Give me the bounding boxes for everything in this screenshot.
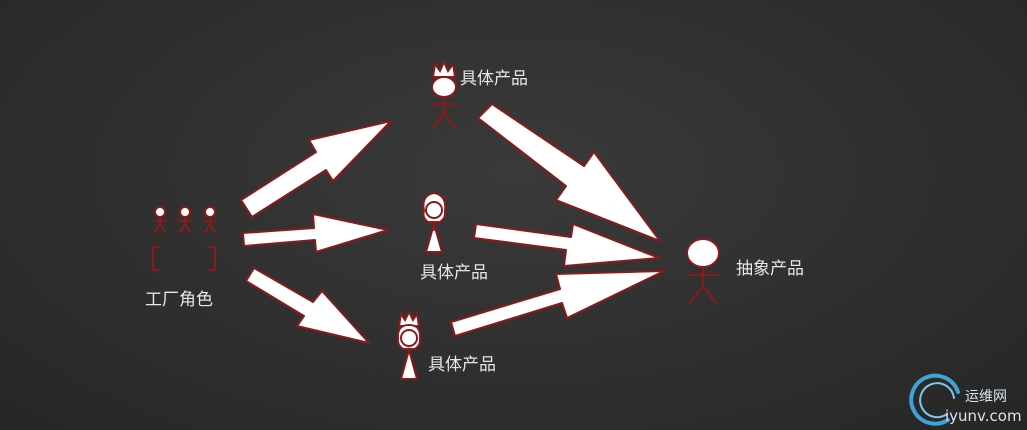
factory-bracket-right xyxy=(208,246,216,271)
arrow-top-product-to-abstract xyxy=(477,103,661,242)
factory-role-label: 工厂角色 xyxy=(145,290,213,310)
arrow-factory-to-middle-product xyxy=(242,213,389,253)
crown-icon xyxy=(431,59,457,78)
bottom-product-label: 具体产品 xyxy=(428,355,496,375)
watermark-logo-icon xyxy=(909,373,960,426)
dress-icon xyxy=(399,346,419,380)
bottom-product-figure xyxy=(396,309,422,380)
abstract-product-label: 抽象产品 xyxy=(736,259,804,279)
top-product-label: 具体产品 xyxy=(460,69,528,89)
worker-figure-3 xyxy=(203,206,217,233)
worker-figure-2 xyxy=(178,206,192,233)
arrow-bottom-product-to-abstract xyxy=(450,270,665,337)
factory-role-icon xyxy=(152,206,217,271)
middle-product-label: 具体产品 xyxy=(420,263,488,283)
middle-product-figure xyxy=(422,191,447,253)
watermark: 运维网 iyunv.com xyxy=(909,373,1022,426)
arrow-factory-to-bottom-product xyxy=(245,267,370,344)
worker-figure-1 xyxy=(153,206,167,233)
arrow-factory-to-top-product xyxy=(240,120,392,218)
watermark-brand: 运维网 xyxy=(965,389,1007,405)
factory-bracket-left xyxy=(152,246,160,271)
crown-icon xyxy=(397,309,421,327)
dress-icon xyxy=(424,220,444,253)
watermark-url: iyunv.com xyxy=(945,407,1022,425)
arrow-middle-product-to-abstract xyxy=(473,223,660,267)
top-product-figure xyxy=(431,59,457,129)
abstract-product-figure xyxy=(686,238,720,304)
